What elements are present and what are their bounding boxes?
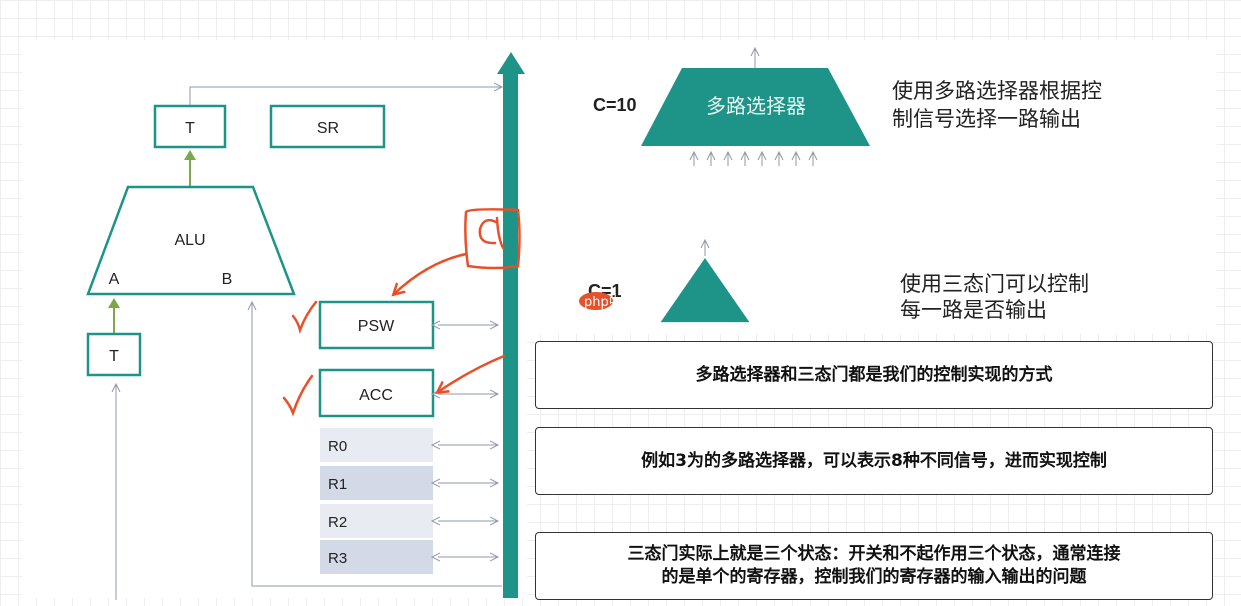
register-psw: PSW	[318, 300, 435, 350]
alu-unit: ALU A B	[86, 185, 296, 296]
annotation-letter-a	[478, 216, 505, 250]
alu-input-b-label: B	[222, 271, 233, 288]
register-psw-label: PSW	[358, 318, 395, 335]
alu-label: ALU	[174, 232, 205, 249]
register-r2-label: R2	[328, 514, 347, 531]
handwritten-annotations	[282, 208, 521, 417]
mux-label: 多路选择器	[706, 94, 806, 118]
caption-1-line-1: 多路选择器和三态门都是我们的控制实现的方式	[695, 364, 1053, 385]
crop-edge	[527, 322, 1217, 334]
right-panel-upper	[527, 40, 1217, 323]
caption-3-line-1: 三态门实际上就是三个状态：开关和不起作用三个状态，通常连接	[627, 544, 1121, 565]
caption-2-line-1: 例如3为的多路选择器，可以表示8种不同信号，进而实现控制	[641, 450, 1107, 471]
mux-input-arrows	[694, 152, 813, 166]
register-t-top: T	[153, 104, 227, 149]
register-acc-label: ACC	[359, 387, 393, 404]
register-r0: R0	[320, 428, 433, 462]
register-t-bottom-label: T	[109, 348, 119, 365]
arrow-to-acc	[438, 354, 506, 392]
register-t-bottom: T	[86, 332, 142, 377]
register-sr: SR	[269, 104, 386, 149]
alu-input-a-label: A	[109, 271, 120, 288]
mux-description-line1: 使用多路选择器根据控	[892, 79, 1102, 103]
caption-box-3: 三态门实际上就是三个状态：开关和不起作用三个状态，通常连接 的是单个的寄存器，控…	[535, 532, 1213, 600]
caption-box-1: 多路选择器和三态门都是我们的控制实现的方式	[535, 341, 1213, 409]
mux-description-line2: 制信号选择一路输出	[892, 107, 1081, 131]
register-r1: R1	[320, 466, 433, 500]
arrow-to-psw	[394, 252, 468, 294]
internal-bus	[497, 52, 525, 598]
register-acc: ACC	[318, 368, 435, 418]
register-r2: R2	[320, 504, 433, 538]
register-r3: R3	[320, 540, 433, 574]
watermark-text: php中文网	[584, 295, 648, 310]
register-r3-label: R3	[328, 550, 347, 567]
tristate-description-line1: 使用三态门可以控制	[900, 272, 1089, 296]
register-sr-label: SR	[317, 120, 339, 137]
t-to-bus-line	[189, 87, 502, 106]
check-mark-psw	[291, 300, 318, 335]
register-r1-label: R1	[328, 476, 347, 493]
bus-to-alu-b-line	[252, 302, 502, 587]
tristate-gate	[660, 258, 750, 323]
annotation-box	[464, 208, 521, 270]
tristate-description-line2: 每一路是否输出	[900, 298, 1047, 322]
multiplexer: 多路选择器	[641, 68, 870, 146]
mux-control-label: C=10	[593, 95, 637, 115]
register-r0-label: R0	[328, 438, 347, 455]
watermark: php中文网	[579, 292, 648, 310]
register-t-top-label: T	[185, 120, 195, 137]
caption-3-line-2: 的是单个的寄存器，控制我们的寄存器的输入输出的问题	[661, 567, 1087, 587]
caption-box-2: 例如3为的多路选择器，可以表示8种不同信号，进而实现控制	[535, 427, 1213, 495]
check-mark-acc	[282, 374, 314, 417]
